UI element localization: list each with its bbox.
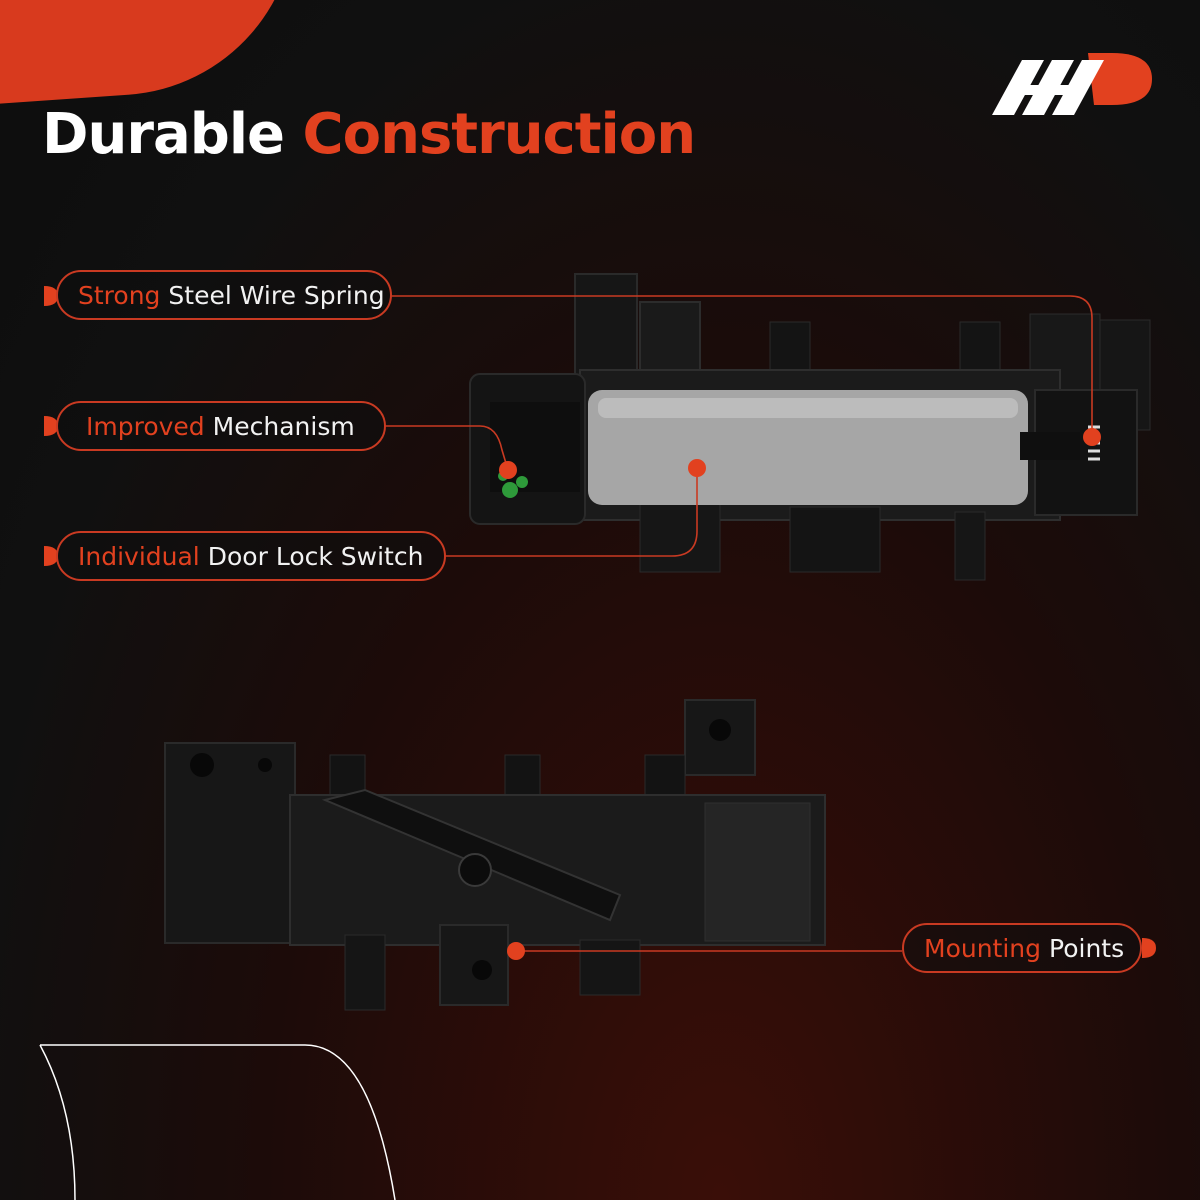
callout-switch: Individual Door Lock Switch [56,531,446,581]
callout-marker-icon [1142,938,1156,958]
door-handle-top-view [469,273,1151,581]
brand-logo-icon [992,53,1152,115]
callout-switch-accent: Individual [78,541,200,571]
mounting-bracket-bottom-view [164,699,826,1011]
callout-spring: Strong Steel Wire Spring [56,270,392,320]
callout-marker-icon [44,546,58,566]
callout-marker-icon [44,416,58,436]
page-title: Durable Construction [42,102,697,167]
callout-mounting-accent: Mounting [924,933,1042,963]
callout-spring-accent: Strong [78,280,161,310]
title-white: Durable [42,102,285,167]
callout-mounting: Mounting Points [902,923,1142,973]
callout-marker-icon [44,286,58,306]
title-red: Construction [302,102,697,167]
callout-spring-text: Steel Wire Spring [168,280,385,310]
callout-mechanism: Improved Mechanism [56,401,386,451]
callout-switch-text: Door Lock Switch [207,541,424,571]
callout-mechanism-text: Mechanism [212,411,355,441]
callout-mounting-text: Points [1049,933,1125,963]
callout-mechanism-accent: Improved [86,411,205,441]
